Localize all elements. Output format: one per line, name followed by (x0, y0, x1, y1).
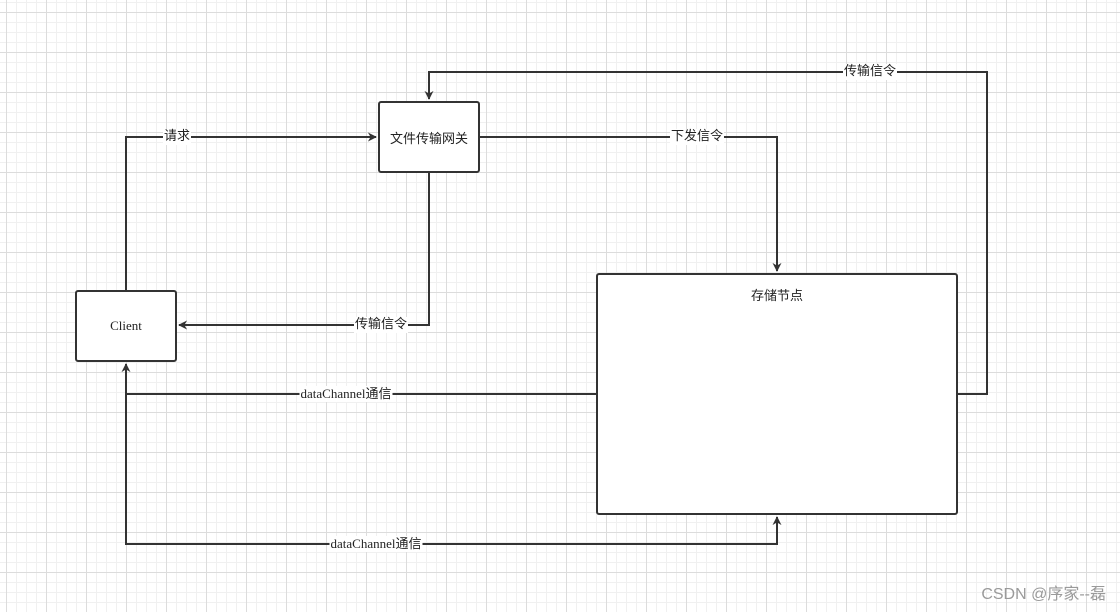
storage-node[interactable]: 存储节点 (596, 273, 958, 515)
edge-label-request: 请求 (162, 129, 192, 145)
file-gateway-node[interactable]: 文件传输网关 (378, 101, 480, 173)
edge-label-datachannel-mid: dataChannel通信 (299, 386, 393, 402)
edge-label-transfer-top: 传输信令 (842, 64, 898, 80)
edge-dispatch[interactable] (480, 136, 782, 272)
edge-label-transfer-left: 传输信令 (353, 317, 409, 333)
edge-label-datachannel-bottom: dataChannel通信 (329, 536, 423, 552)
edge-label-dispatch: 下发信令 (669, 129, 725, 145)
edge-transfer-left[interactable] (178, 173, 430, 330)
client-node[interactable]: Client (75, 290, 177, 362)
edge-request[interactable] (125, 132, 377, 290)
edge-transfer-top[interactable] (424, 71, 988, 395)
watermark-text: CSDN @序家--磊 (981, 586, 1106, 603)
edge-datachannel-bottom[interactable] (125, 394, 782, 545)
